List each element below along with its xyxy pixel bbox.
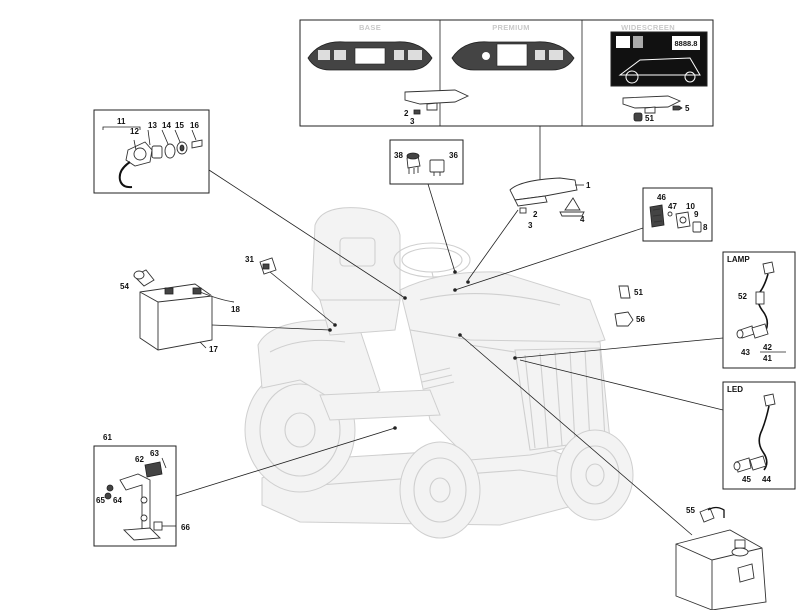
dashboard-panel-widescreen: 8888.8 — [610, 31, 708, 87]
widescreen-bracket: 5 51 — [622, 95, 690, 123]
label-17: 17 — [209, 345, 218, 354]
leader-seat-switch — [269, 271, 336, 326]
bracket-box: 61 62 63 65 64 66 — [93, 433, 190, 547]
label-61: 61 — [103, 433, 112, 442]
label-14: 14 — [162, 121, 171, 130]
leader-ignition — [208, 169, 406, 299]
label-3-console: 3 — [528, 221, 533, 230]
label-13: 13 — [148, 121, 157, 130]
label-12: 12 — [130, 127, 139, 136]
label-15: 15 — [175, 121, 184, 130]
label-66: 66 — [181, 523, 190, 532]
leader-dots — [328, 270, 517, 430]
battery-group: 54 18 17 — [120, 269, 240, 354]
leader-bracket — [175, 427, 396, 497]
leader-pto — [427, 183, 456, 273]
label-3-base: 3 — [410, 117, 415, 126]
label-44: 44 — [762, 475, 771, 484]
label-11: 11 — [117, 117, 126, 126]
lamp-box: LAMP 52 43 42 41 — [722, 251, 796, 369]
label-51-dashboard: 51 — [645, 114, 654, 123]
fuse-holder: 51 56 — [614, 285, 645, 327]
section-led: LED — [727, 385, 743, 394]
label-56: 56 — [636, 315, 645, 324]
leader-lamp — [514, 337, 724, 359]
dashboard-panel-premium — [451, 41, 575, 71]
label-18: 18 — [231, 305, 240, 314]
label-63: 63 — [150, 449, 159, 458]
label-36: 36 — [449, 151, 458, 160]
pto-switch-box: 38 36 — [389, 139, 464, 185]
leader-fuel — [459, 334, 693, 536]
label-62: 62 — [135, 455, 144, 464]
label-4: 4 — [580, 215, 585, 224]
header-premium: PREMIUM — [492, 23, 530, 32]
label-55: 55 — [686, 506, 695, 515]
tractor-outline — [244, 207, 634, 539]
label-2-console: 2 — [533, 210, 538, 219]
leader-led — [519, 359, 724, 411]
header-base: BASE — [359, 23, 381, 32]
ignition-switch-box: 11 12 13 14 15 16 — [93, 109, 210, 194]
label-42: 42 — [763, 343, 772, 352]
label-43: 43 — [741, 348, 750, 357]
leader-console — [467, 209, 519, 281]
label-47: 47 — [668, 202, 677, 211]
dashboard-panel-base — [307, 41, 433, 71]
leader-relay — [454, 227, 644, 291]
console-assembly: 1 2 3 4 — [509, 177, 591, 230]
fuel-tank: 55 — [675, 506, 767, 611]
label-52: 52 — [738, 292, 747, 301]
led-box: LED 45 44 — [722, 381, 796, 490]
label-8: 8 — [703, 223, 708, 232]
label-31: 31 — [245, 255, 254, 264]
seat-switch: 31 — [245, 255, 277, 275]
leader-battery — [211, 324, 331, 331]
label-1: 1 — [586, 181, 591, 190]
label-2-base: 2 — [404, 109, 409, 118]
label-54: 54 — [120, 282, 129, 291]
dashboard-frame: BASE PREMIUM WIDESCREEN — [299, 19, 714, 127]
base-bracket: 2 3 — [404, 89, 470, 126]
label-41: 41 — [763, 354, 772, 363]
label-38: 38 — [394, 151, 403, 160]
label-45: 45 — [742, 475, 751, 484]
label-5: 5 — [685, 104, 690, 113]
section-lamp: LAMP — [727, 255, 750, 264]
widescreen-readout: 8888.8 — [675, 39, 698, 48]
relay-switch-box: 46 47 10 9 8 — [642, 187, 713, 242]
header-widescreen: WIDESCREEN — [621, 23, 675, 32]
label-10: 10 — [686, 202, 695, 211]
label-16: 16 — [190, 121, 199, 130]
label-51-fuse: 51 — [634, 288, 643, 297]
label-64: 64 — [113, 496, 122, 505]
label-46: 46 — [657, 193, 666, 202]
label-9: 9 — [694, 210, 699, 219]
label-65: 65 — [96, 496, 105, 505]
